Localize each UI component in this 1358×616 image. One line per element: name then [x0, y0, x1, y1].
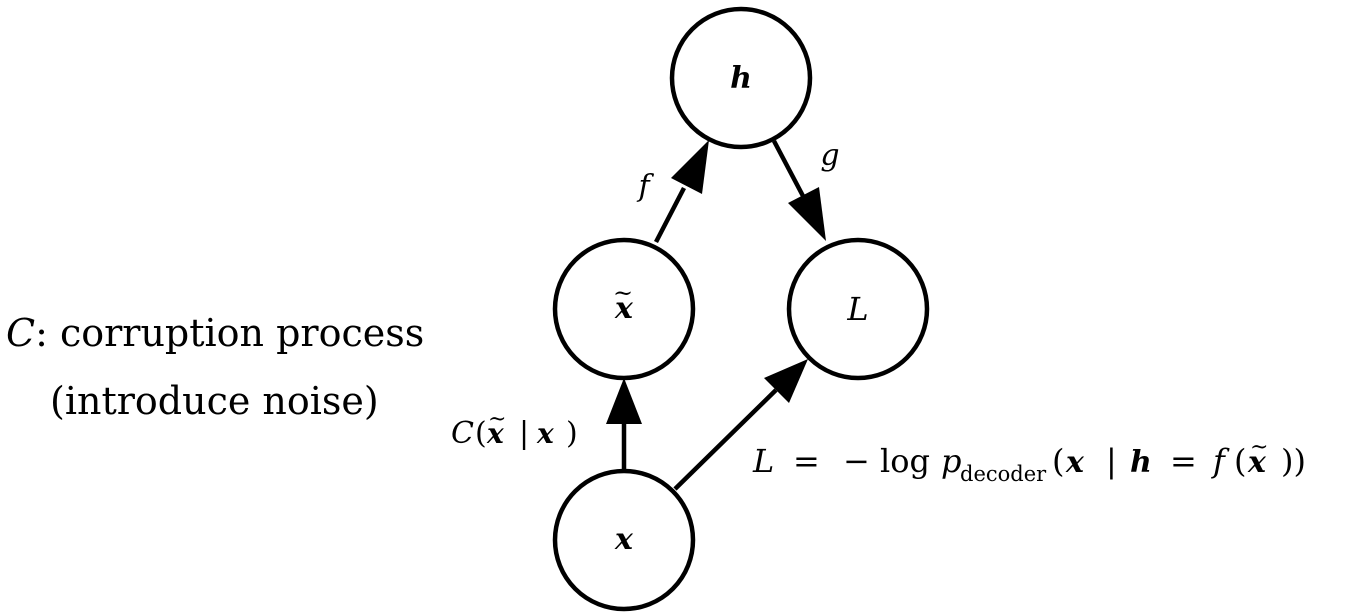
node-h-label: h	[730, 61, 752, 96]
svg-text:x: x	[1247, 445, 1267, 480]
node-L-label: L	[846, 290, 868, 328]
svg-text:L: L	[752, 442, 774, 480]
node-x-tilde: x ~	[552, 237, 696, 381]
svg-text:x: x	[486, 417, 504, 450]
edge-label-corruption: C ( x ~ | x )	[451, 407, 578, 451]
svg-text:=: =	[1170, 442, 1197, 480]
corruption-annotation: C: corruption process (introduce noise)	[6, 311, 424, 423]
svg-text:− log: − log	[843, 442, 930, 480]
edge-label-f: f	[636, 169, 654, 204]
svg-text:(: (	[1234, 442, 1246, 480]
svg-text:(: (	[475, 416, 487, 451]
svg-text:(: (	[1052, 442, 1064, 480]
node-x-tilde-tilde: ~	[613, 279, 633, 307]
edge-decoder-g	[772, 139, 826, 241]
node-L: L	[786, 237, 930, 381]
edge-corruption	[606, 378, 642, 471]
svg-text:f: f	[1211, 442, 1230, 480]
node-x-tilde-label: x	[614, 291, 634, 326]
node-x-label: x	[614, 522, 634, 557]
svg-text:=: =	[793, 442, 820, 480]
edge-x-to-loss	[673, 359, 808, 491]
loss-formula: L = − log p decoder ( x | h = f ( x ~ ))	[752, 435, 1306, 486]
svg-text:): )	[566, 416, 578, 451]
svg-text:~: ~	[488, 407, 506, 432]
svg-text:x: x	[1065, 445, 1085, 480]
svg-text:|: |	[519, 416, 529, 451]
annotation-line2: (introduce noise)	[50, 379, 379, 423]
edge-label-g: g	[820, 138, 839, 173]
svg-text:C: C	[451, 416, 474, 451]
svg-text:h: h	[1130, 445, 1152, 480]
svg-text:|: |	[1106, 442, 1117, 480]
svg-text:~: ~	[1250, 435, 1268, 460]
annotation-line1: C: corruption process	[6, 311, 424, 355]
edge-encoder-f	[654, 140, 709, 244]
svg-text:)): ))	[1281, 442, 1306, 480]
svg-text:decoder: decoder	[960, 462, 1047, 486]
node-h: h	[669, 6, 813, 150]
svg-text:p: p	[941, 442, 961, 480]
svg-text:x: x	[536, 417, 554, 450]
node-x: x	[552, 468, 696, 612]
